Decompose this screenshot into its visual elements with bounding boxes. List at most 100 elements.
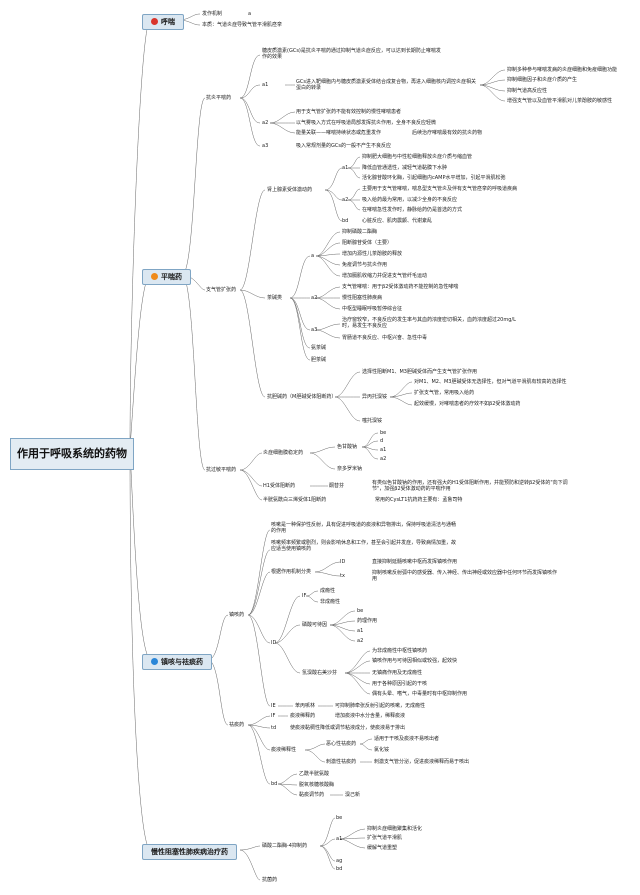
bd-beta-bd: bd (342, 218, 349, 224)
ai-a1-detail: 抑制细胞因子和炎症介质的产生 (507, 77, 578, 83)
bd-theo-a-item: 增加内源性儿茶酚胺的释放 (342, 251, 403, 257)
branch-copd[interactable]: 慢性阻塞性肺疾病治疗药 (142, 844, 237, 860)
ex-irritant: 刺激性祛痰药 (326, 759, 357, 765)
at-codeine-mark: be (357, 608, 364, 614)
blue-number-icon (151, 658, 158, 665)
bd-theo-c-item: 胃肠道不良反应、中枢兴奋、急性中毒 (342, 335, 428, 341)
bd-beta-a2-item: 在哮喘急性发作时，静脉给药仍是首选的方式 (362, 207, 463, 213)
ex-irritant-text: 刺激支气管分泌，促进痰液稀释而易于咳出 (374, 759, 470, 765)
bd-theo-a-item: 免疫调节与抗炎作用 (342, 262, 388, 268)
aa-mast-drug: 色甘酸钠 (337, 444, 358, 450)
copd-item: 扩张气道平滑肌 (367, 835, 403, 841)
at-dextro-item: 用于各种原因引起的干咳 (372, 681, 428, 687)
bd-beta-a1-item: 降低血管通透性，减轻气道黏膜下水肿 (362, 165, 448, 171)
group-expectorant: 祛痰药 (229, 722, 245, 728)
bd-theophylline: 茶碱类 (267, 295, 283, 301)
bd-theo-b-item: 中枢型睡眠呼吸暂停综合征 (342, 306, 403, 312)
at-class-title: 根据作用机制分类 (271, 569, 312, 575)
at-ID: ID (340, 559, 346, 565)
bd-theo-a-item: 阻断腺苷受体（主要） (342, 240, 393, 246)
ex-bd: bd (271, 781, 278, 787)
ex-dissolve-2: 脱氧核糖核酸酶 (299, 782, 335, 788)
bd-beta-a2-item: 主要用于支气管哮喘，喘息型支气管炎及伴有支气管痉挛的呼吸道疾病 (362, 186, 518, 192)
branch-antitussive[interactable]: 镇咳与祛痰药 (142, 654, 212, 670)
bd-theo-c: a3 (311, 327, 318, 333)
root-node[interactable]: 作用于呼吸系统的药物 (10, 438, 134, 470)
bd-ach-item: 异丙托溴铵 (362, 394, 388, 400)
bd-theo-a-item: 增加膈肌收缩力并促进支气管纤毛运动 (342, 273, 428, 279)
ex-IF-item: 痰液稀释药 (290, 713, 316, 719)
copd-mark: a1 (336, 836, 343, 842)
group-antitussive: 镇咳药 (229, 612, 245, 618)
at-codeine-mark: a1 (357, 628, 364, 634)
bd-ach-sub: 对M1、M2、M3胆碱受体无选择性，但对气道平滑肌有较高的选择性 (414, 379, 567, 385)
ex-mucolytic-sub-item: 氯化铵 (374, 747, 390, 753)
copd-item: 抑制炎症细胞聚集和活化 (367, 826, 423, 832)
at-dextro-item: 偶有头晕、嗜气，中毒量时有中枢抑制作用 (372, 691, 468, 697)
bd-theo-b-item: 慢性阻塞性肺疾病 (342, 295, 383, 301)
bd-ach-item: 选择性阻断M1、M3胆碱受体而产生支气管扩张作用 (362, 369, 477, 375)
bd-beta-agonist: 肾上腺素受体激动药 (267, 187, 313, 193)
branch-asthma[interactable]: 平喘药 (142, 269, 191, 285)
copd-item: 缓解气道重塑 (367, 845, 398, 851)
copd-m2: 抗菌药 (262, 877, 278, 883)
ex-regulate-drug: 溴己新 (345, 792, 361, 798)
orange-number-icon (151, 273, 158, 280)
at-dextro-item: 镇咳作用与可待因相似或较强，起效快 (372, 658, 458, 664)
ai-a2: a2 (262, 120, 269, 126)
cough-essence: 本质：气道炎症导致气管平滑肌痉挛 (202, 22, 283, 28)
bd-beta-a1-item: 活化腺苷酸环化酶，引起细胞内cAMP水平增加，引起平滑肌松弛 (362, 175, 506, 181)
cough-mechanism-mark: a (248, 11, 252, 17)
branch-antitussive-label: 镇咳与祛痰药 (161, 658, 203, 666)
ex-dissolve: 乙酰半胱氨酸 (299, 771, 330, 777)
bd-beta-a2: a2 (342, 197, 349, 203)
ex-mucolytic-sub: 恶心性祛痰药 (326, 741, 357, 747)
bd-theo-c-item: 治疗窗较窄，不良反应的发生率与其血药浓度密切相关，血药浓度超过20mg/L时，易… (342, 317, 516, 329)
ex-mucolytic-sub-item: 适用于干咳及痰液不易咳出者 (374, 736, 440, 742)
at-codeine-mark: a2 (357, 638, 364, 644)
copd-mark: ag (336, 858, 343, 864)
ai-a3: a3 (262, 143, 269, 149)
at-central-IF: IF (302, 593, 307, 599)
bd-beta-bd-text: 心脏反应、肌肉震颤、代谢紊乱 (362, 218, 433, 224)
bd-ach-sub: 起效缓慢，对哮喘患者的疗效不如β2受体激动药 (414, 401, 521, 407)
at-central-item: 非成瘾性 (320, 599, 341, 605)
at-ID-text: 直接抑制延髓咳嗽中枢而发挥镇咳作用 (372, 559, 458, 565)
group-anti-inflammatory: 抗炎平喘药 (206, 95, 232, 101)
aa-lt: 半胱氨酰白三烯受体1阻断药 (263, 497, 327, 503)
group-bronchodilator: 支气管扩张药 (206, 287, 237, 293)
at-dextro: 氢溴酸右美沙芬 (302, 670, 338, 676)
aa-h1-drug: 酮替芬 (329, 483, 345, 489)
ai-a1-detail: 抑制多种参与哮喘发病的炎症细胞和免疫细胞功能 (507, 67, 618, 73)
at-central-item: 成瘾性 (320, 588, 336, 594)
aa-mast-mark: a1 (380, 447, 387, 453)
bd-beta-a2-item: 吸入给药最为常用，以减少全身的不良反应 (362, 197, 458, 203)
at-tx-text: 抑制咳嗽反射弧中的感受器、传入神经、传出神经或效应器中任何环节而发挥镇咳作用 (372, 570, 558, 582)
bd-beta-a1-item: 抑制肥大细胞与中性粒细胞释放炎症介质与缩血管 (362, 154, 473, 160)
bd-anticholinergic: 抗胆碱药（M胆碱受体阻断药） (267, 394, 337, 400)
ex-td-text: 使痰液黏稠性降低或调节粘液成分，使痰液易于排出 (290, 725, 406, 731)
ai-a1: a1 (262, 82, 269, 88)
branch-asthma-label: 平喘药 (161, 273, 182, 281)
ai-a1-text: GCs进入靶细胞内与糖皮质激素受体结合成复合物，再进入细胞核内调控炎症相关蛋白的… (296, 79, 476, 91)
group-anti-allergic: 抗过敏平喘药 (206, 467, 237, 473)
bd-theo-drug: 胆茶碱 (311, 357, 327, 363)
at-dextro-item: 为非成瘾性中枢性镇咳药 (372, 648, 428, 654)
aa-mast-mark: d (380, 438, 384, 444)
branch-cough[interactable]: 呼喘 (142, 14, 184, 30)
bd-beta-a1: a1 (342, 165, 349, 171)
aa-mast: 炎症细胞膜稳定药 (263, 450, 304, 456)
aa-lt-text: 常用的CysLT1抗药药主要有：孟鲁司特 (375, 497, 463, 503)
at-dextro-item: 无镇痛作用及无成瘾性 (372, 670, 423, 676)
at-benz-text: 可抑制肺牵张反射引起的咳嗽，无成瘾性 (335, 703, 426, 709)
ai-a2-item: 用于支气管扩张药不能有效控制的慢性哮喘患者 (296, 109, 402, 115)
at-tx: tx (340, 573, 345, 579)
ai-a2-item: 能量关联——哮喘持续状态或危重发作 (296, 130, 382, 136)
aa-ketotifen: 奈多罗米钠 (337, 466, 363, 472)
branch-copd-label: 慢性阻塞性肺疾病治疗药 (151, 848, 228, 856)
ai-a1-detail: 抑制气道高反应性 (507, 88, 548, 94)
ai-a2-note: 后续治疗哮喘最有效的抗炎药物 (412, 130, 483, 136)
ex-regulate: 黏痰调节药 (299, 792, 325, 798)
aa-mast-mark: a2 (380, 456, 387, 462)
copd-m1: 磷酸二酯酶-4抑制药 (262, 843, 307, 849)
